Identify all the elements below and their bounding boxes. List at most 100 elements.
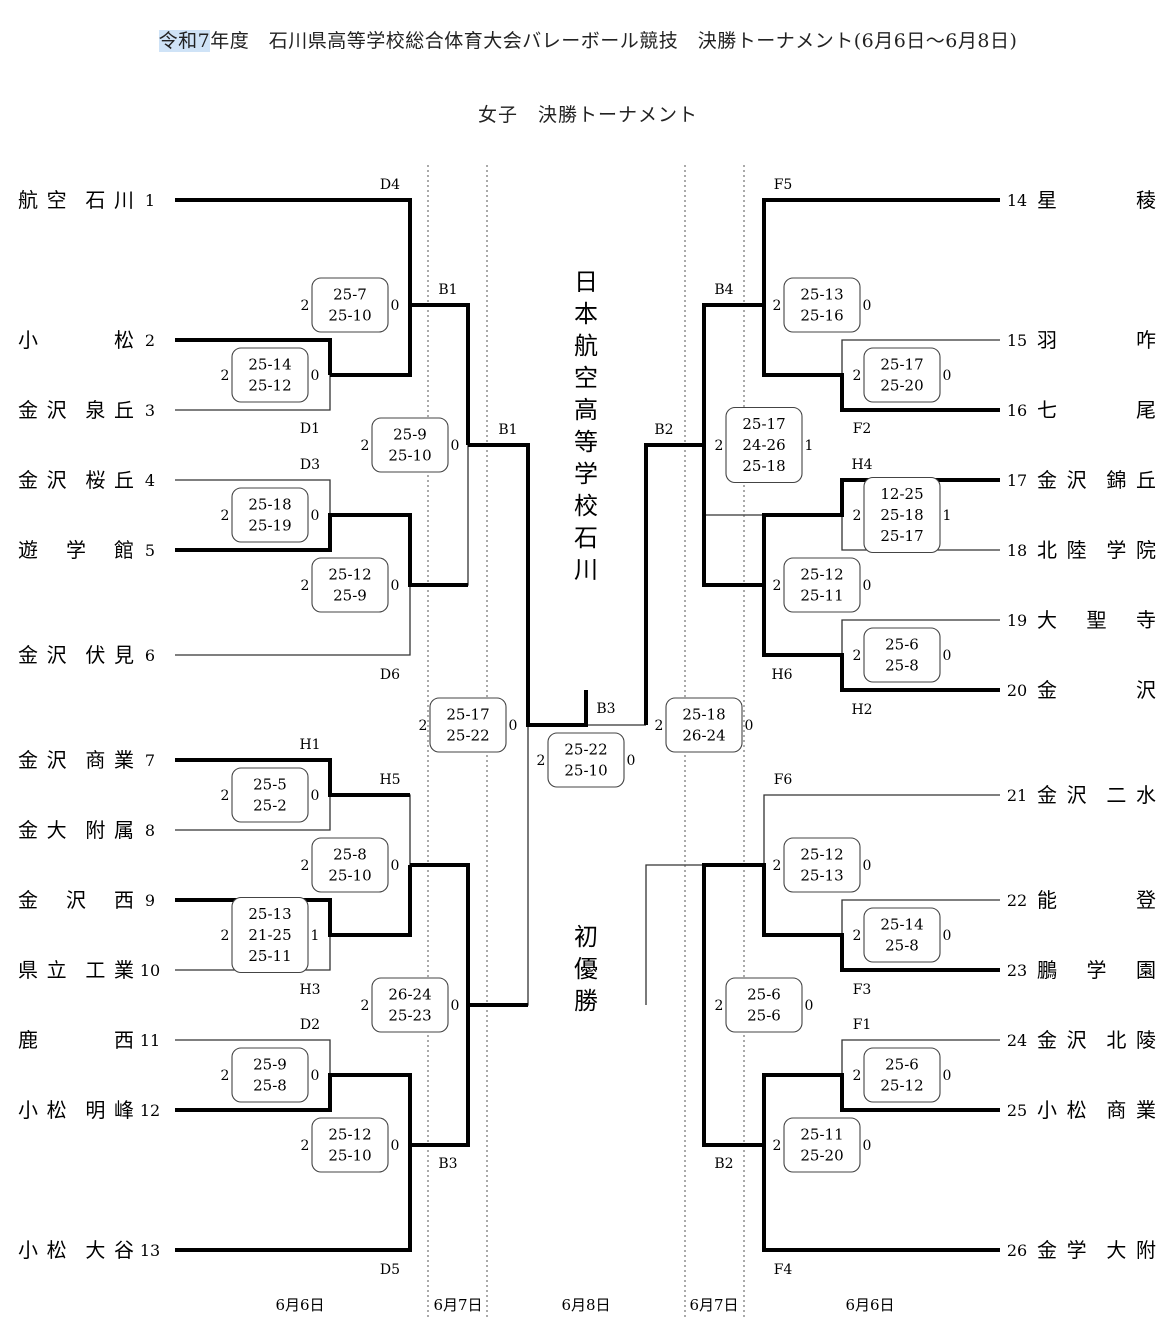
page-title: 令和7年度 石川県高等学校総合体育大会バレーボール競技 決勝トーナメント(6月6… [0,26,1176,53]
set-score: 25-12 [328,1126,371,1144]
svg-text:優: 優 [574,955,598,983]
svg-text:大: 大 [1037,608,1057,632]
svg-text:勝: 勝 [574,987,598,1015]
svg-text:川: 川 [574,556,598,584]
set-score: 25-13 [800,286,843,304]
svg-text:商: 商 [85,748,105,772]
team-seed: 25 [1007,1101,1027,1120]
svg-text:附: 附 [85,818,105,842]
svg-text:沢: 沢 [66,888,86,912]
team-seed: 26 [1007,1241,1027,1260]
set-score: 25-6 [885,636,919,654]
round-code: D6 [380,667,400,683]
svg-text:業: 業 [114,958,134,982]
round-code: B1 [498,422,517,438]
round-code: D2 [300,1017,320,1033]
svg-text:等: 等 [574,428,598,456]
svg-text:大: 大 [85,1238,105,1262]
set-score: 25-2 [253,797,287,815]
svg-text:沢: 沢 [47,468,67,492]
sets-won: 2 [715,998,724,1014]
svg-text:松: 松 [47,1098,67,1122]
set-score: 25-11 [800,1126,843,1144]
svg-text:学: 学 [1087,958,1107,982]
set-score: 25-10 [328,307,371,325]
svg-text:沢: 沢 [1067,783,1087,807]
sets-lost: 0 [391,578,400,594]
date-final: 6月8日 [561,1296,610,1314]
team-seed: 11 [140,1031,160,1050]
sets-won: 2 [773,858,782,874]
team-seed: 6 [145,646,155,665]
round-code: B3 [596,701,615,717]
team-seed: 17 [1007,471,1027,490]
set-score: 25-6 [885,1056,919,1074]
svg-text:桜: 桜 [85,468,105,492]
set-score: 25-23 [388,1007,431,1025]
set-score: 25-10 [388,447,431,465]
sets-won: 2 [221,1068,230,1084]
round-code: H6 [771,667,792,683]
sets-won: 2 [221,368,230,384]
svg-text:小: 小 [18,1238,38,1262]
set-score: 25-18 [742,457,785,475]
svg-text:初: 初 [574,923,598,951]
svg-text:航: 航 [574,332,598,360]
team-seed: 22 [1007,891,1027,910]
sets-lost: 1 [311,928,320,944]
set-score: 25-12 [800,846,843,864]
title-highlight: 令和7 [158,30,211,52]
set-score: 25-20 [880,377,923,395]
set-score: 25-20 [800,1147,843,1165]
svg-text:学: 学 [1067,1238,1087,1262]
team-seed: 4 [145,471,155,490]
sets-lost: 0 [311,788,320,804]
sets-won: 2 [361,438,370,454]
svg-text:丘: 丘 [114,468,134,492]
sets-lost: 1 [943,508,952,524]
svg-text:空: 空 [574,364,598,392]
set-score: 25-18 [682,706,725,724]
sets-won: 2 [537,753,546,769]
team-seed: 2 [145,331,155,350]
svg-text:峰: 峰 [114,1098,134,1122]
round-code: D1 [300,421,320,437]
set-score: 25-9 [253,1056,287,1074]
sets-lost: 0 [863,1138,872,1154]
svg-text:松: 松 [114,328,134,352]
svg-text:金: 金 [1037,678,1057,702]
svg-text:鹿: 鹿 [18,1028,38,1052]
set-score: 25-10 [328,1147,371,1165]
date-right-day2: 6月7日 [689,1296,738,1314]
svg-text:本: 本 [574,300,598,328]
svg-text:高: 高 [574,396,598,424]
svg-text:松: 松 [1067,1098,1087,1122]
svg-text:西: 西 [114,888,134,912]
page-subtitle: 女子 決勝トーナメント [477,104,698,126]
svg-text:星: 星 [1037,188,1057,212]
set-score: 25-18 [248,496,291,514]
sets-won: 2 [773,578,782,594]
round-code: B3 [438,1156,457,1172]
set-score: 25-22 [564,741,607,759]
sets-lost: 0 [391,1138,400,1154]
set-score: 25-5 [253,776,287,794]
set-score: 25-12 [880,1077,923,1095]
